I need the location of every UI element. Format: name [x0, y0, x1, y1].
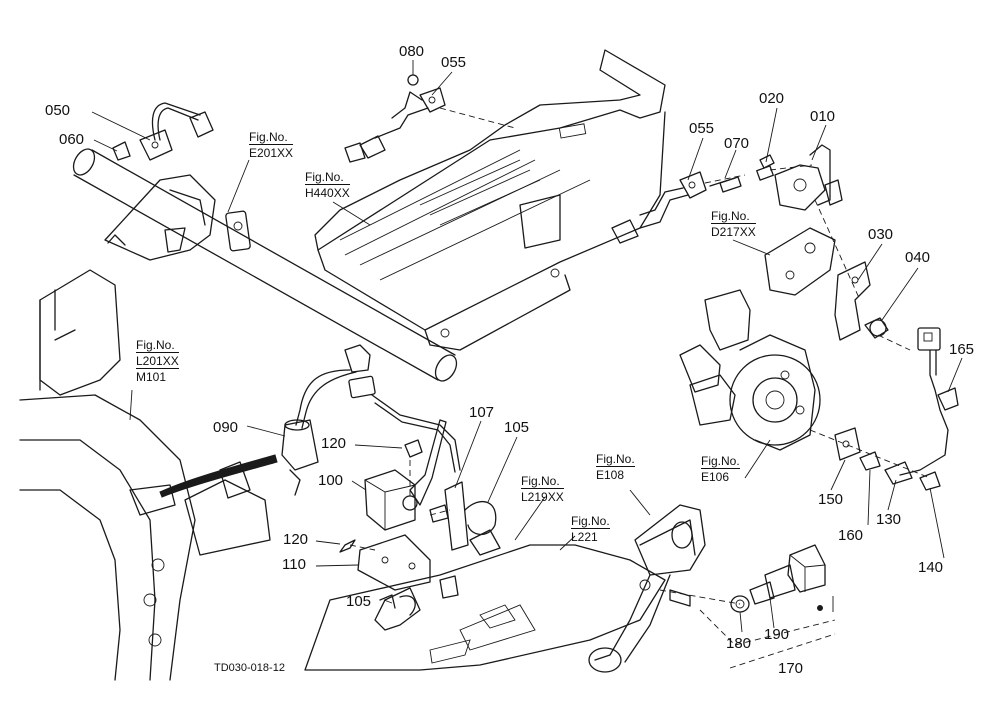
- part-label-100: 100: [318, 472, 344, 489]
- part-label-070: 070: [724, 135, 750, 152]
- fig-ref-d217xx: Fig.No. D217XX: [711, 209, 756, 239]
- switch-010-assembly: [756, 144, 843, 211]
- fig-ref-e106: Fig.No. E106: [701, 454, 740, 484]
- part-label-180: 180: [726, 635, 752, 652]
- part-label-165: 165: [949, 341, 975, 358]
- part-label-010: 010: [810, 108, 836, 125]
- pedal-arm-e108: [588, 504, 706, 673]
- drawing-code: TD030-018-12: [214, 662, 285, 674]
- fig-ref-l219xx: Fig.No. L219XX: [521, 474, 564, 504]
- switch-050-assembly: [112, 102, 214, 161]
- cross-shaft: [72, 148, 458, 382]
- fig-ref-e201xx: Fig.No. E201XX: [249, 130, 294, 160]
- part-label-105: 105: [504, 419, 530, 436]
- part-label-140: 140: [918, 559, 944, 576]
- part-label-170: 170: [778, 660, 804, 677]
- part-label-190: 190: [764, 626, 790, 643]
- part-label-120-lower: 120: [283, 531, 309, 548]
- part-label-080: 080: [399, 43, 425, 60]
- switch-055-right: [611, 171, 742, 244]
- part-label-055: 055: [441, 54, 467, 71]
- switch-130-assembly: [834, 327, 959, 491]
- pedal-plate-upper: [314, 49, 666, 351]
- fig-ref-e108: Fig.No. E108: [596, 452, 635, 482]
- part-label-107: 107: [469, 404, 495, 421]
- part-label-130: 130: [876, 511, 902, 528]
- group-170-line: [729, 633, 836, 669]
- part-label-050: 050: [45, 102, 71, 119]
- leader-lines: [91, 60, 963, 633]
- stop-switch-170: [730, 544, 834, 613]
- part-label-020: 020: [759, 90, 785, 107]
- fig-ref-l221: Fig.No. L221: [571, 514, 610, 544]
- part-label-040: 040: [905, 249, 931, 266]
- part-label-120: 120: [321, 435, 347, 452]
- assembly-lines: [349, 107, 931, 646]
- part-label-105-lower: 105: [346, 593, 372, 610]
- part-label-160: 160: [838, 527, 864, 544]
- part-label-150: 150: [818, 491, 844, 508]
- switch-090-assembly: [159, 344, 461, 498]
- frame-l201: [19, 269, 271, 681]
- part-label-055-right: 055: [689, 120, 715, 137]
- part-label-060: 060: [59, 131, 85, 148]
- solenoid-100-assembly: [339, 419, 501, 631]
- fig-ref-l201xx: Fig.No. L201XX M101: [136, 338, 179, 384]
- plate-030: [764, 227, 889, 341]
- pedal-hub-e106: [679, 289, 821, 451]
- part-label-090: 090: [213, 419, 239, 436]
- fig-ref-h440xx: Fig.No. H440XX: [305, 170, 350, 200]
- part-label-110: 110: [282, 556, 306, 573]
- switch-055-upper: [344, 74, 446, 163]
- part-label-030: 030: [868, 226, 894, 243]
